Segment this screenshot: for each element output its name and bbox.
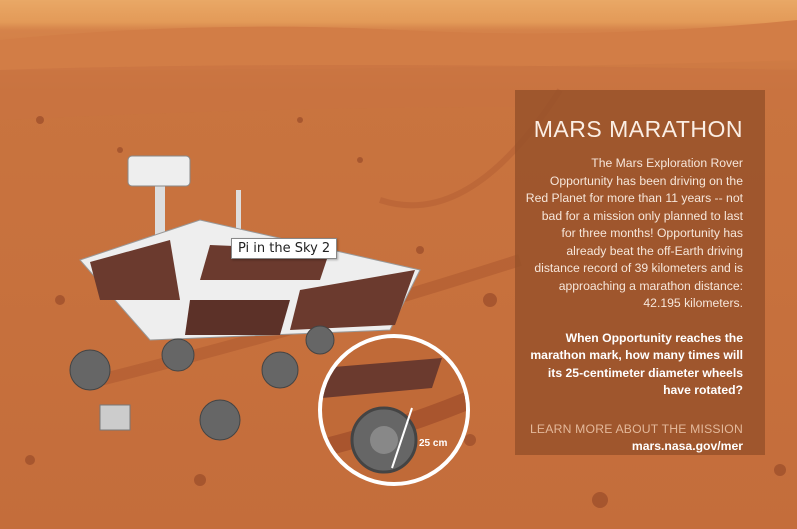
panel-title: MARS MARATHON [533, 116, 743, 142]
distant-hills [0, 20, 797, 70]
wheel-inset: 25 cm [318, 334, 470, 486]
panel-body: The Mars Exploration Rover Opportunity h… [525, 156, 743, 310]
info-panel: MARS MARATHON The Mars Exploration Rover… [515, 90, 765, 455]
learn-more-label: LEARN MORE ABOUT THE MISSION [529, 421, 743, 436]
rover [69, 155, 421, 441]
wheel-diameter-label: 25 cm [419, 438, 448, 449]
mission-link[interactable]: mars.nasa.gov/mer [631, 438, 743, 453]
rocks [25, 116, 786, 508]
tooltip: Pi in the Sky 2 [231, 238, 338, 259]
panel-question: When Opportunity reaches the marathon ma… [530, 330, 743, 398]
wheel-icon [322, 358, 466, 474]
